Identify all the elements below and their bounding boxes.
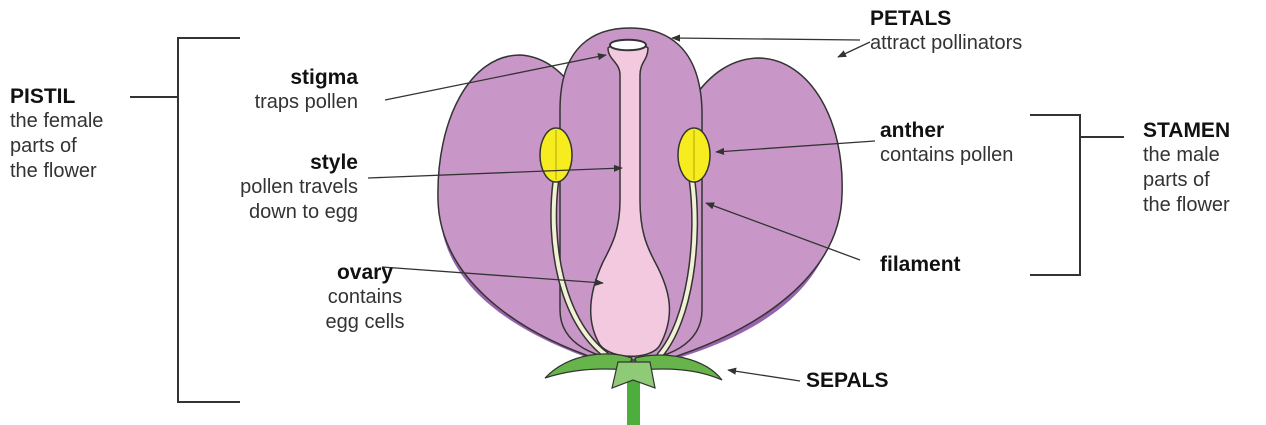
pistil-desc-2: parts of (10, 134, 103, 159)
stigma-title: stigma (255, 65, 358, 90)
sepals-arrow (728, 370, 800, 381)
stamen-desc-2: parts of (1143, 168, 1230, 193)
petals-title: PETALS (870, 6, 1022, 31)
ovary-title: ovary (318, 260, 412, 285)
style-label: style pollen travels down to egg (240, 150, 358, 225)
anther-title: anther (880, 118, 1013, 143)
pistil-bracket (178, 38, 240, 402)
anther-desc: contains pollen (880, 143, 1013, 168)
style-title: style (240, 150, 358, 175)
stigma-desc: traps pollen (255, 90, 358, 115)
petals-arrow-1 (672, 38, 860, 40)
petals-desc: attract pollinators (870, 31, 1022, 56)
pistil-label: PISTIL the female parts of the flower (10, 84, 103, 184)
stigma-top (610, 40, 646, 51)
stamen-desc-3: the flower (1143, 193, 1230, 218)
stamen-desc-1: the male (1143, 143, 1230, 168)
pistil-title: PISTIL (10, 84, 103, 109)
style-desc-1: pollen travels (240, 175, 358, 200)
stigma-label: stigma traps pollen (255, 65, 358, 115)
petals-label: PETALS attract pollinators (870, 6, 1022, 56)
sepals-title: SEPALS (806, 368, 888, 393)
pistil-desc-1: the female (10, 109, 103, 134)
ovary-label: ovary contains egg cells (318, 260, 412, 335)
stamen-title: STAMEN (1143, 118, 1230, 143)
petals-arrow-2 (838, 42, 870, 57)
sepals-label: SEPALS (806, 368, 888, 393)
filament-title: filament (880, 252, 961, 277)
anther-label: anther contains pollen (880, 118, 1013, 168)
style-desc-2: down to egg (240, 200, 358, 225)
ovary-desc-2: egg cells (318, 310, 412, 335)
pistil-desc-3: the flower (10, 159, 103, 184)
stamen-label: STAMEN the male parts of the flower (1143, 118, 1230, 218)
ovary-desc-1: contains (318, 285, 412, 310)
filament-label: filament (880, 252, 961, 277)
stamen-bracket (1030, 115, 1080, 275)
